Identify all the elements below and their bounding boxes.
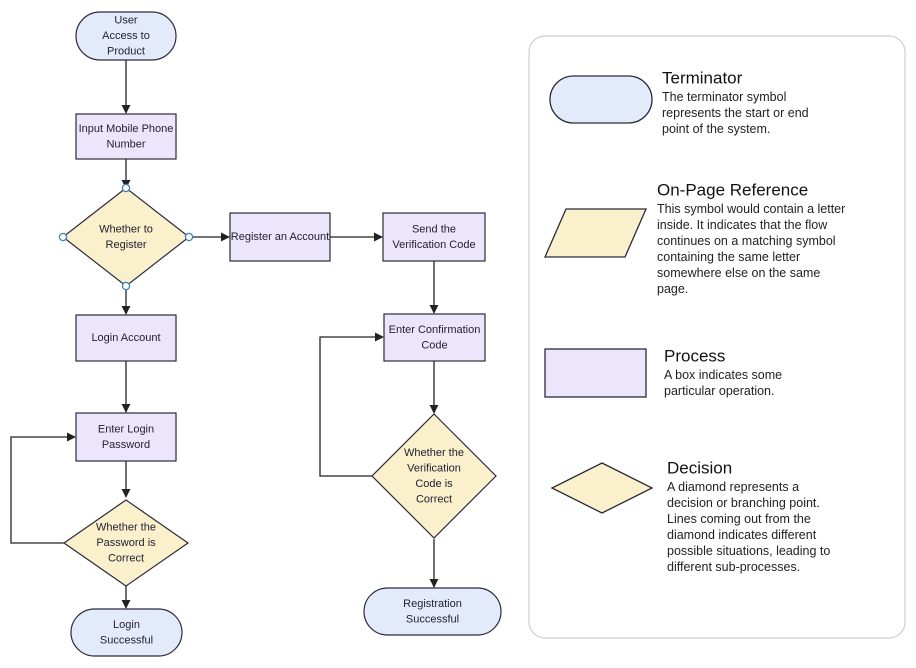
node-label-line: Register [106,239,147,251]
node-label-line: Registration [403,598,462,610]
terminator-shape [75,11,177,61]
node-label-line: Login Account [91,332,160,344]
legend-title: On-Page Reference [657,181,808,200]
decision-shape [371,413,497,539]
legend-desc-line: decision or branching point. [667,496,820,510]
legend-desc-line: Lines coming out from the [667,512,811,526]
node-label-line: Code is [415,478,453,490]
legend-desc-line: A box indicates some [664,368,782,382]
legend-desc-line: page. [657,282,688,296]
connection-handle-right[interactable] [184,232,194,242]
connector-code-check-loop [319,332,384,477]
node-label-line: Input Mobile Phone [79,123,174,135]
node-label-line: Correct [416,493,452,505]
node-label-line: Product [107,46,145,58]
terminator-shape [70,608,183,657]
node-label-line: Whether to [99,223,153,235]
terminator-shape [363,587,502,636]
connection-handle-bottom[interactable] [121,281,131,291]
node-label-line: Correct [108,553,144,565]
node-register-account[interactable]: Register an Account [229,212,331,262]
decision-symbol [550,462,654,514]
node-label-line: Send the [412,223,456,235]
node-label-line: User [114,15,138,27]
node-label-line: Access to [102,30,150,42]
node-label-line: Whether the [404,447,464,459]
legend-desc-line: containing the same letter [657,250,800,264]
legend-title: Process [664,347,725,366]
connection-handle-top[interactable] [121,183,131,193]
decision-shape [62,187,190,287]
node-label-line: Register an Account [231,231,329,243]
reference-symbol [544,208,647,258]
process-shape [75,113,177,160]
connectors [10,60,439,609]
decision-shape [62,499,190,587]
node-login-account[interactable]: Login Account [75,314,177,362]
node-label-line: Enter Login [98,423,154,435]
legend-desc-line: somewhere else on the same [657,266,820,280]
legend-desc-line: represents the start or end [662,106,809,120]
process-shape [75,412,177,462]
process-symbol [544,348,647,398]
process-shape [229,212,331,262]
legend-desc-line: possible situations, leading to [667,544,830,558]
legend-title: Decision [667,459,732,478]
node-label-line: Whether the [96,522,156,534]
node-label-line: Successful [100,634,153,646]
node-whether-register[interactable]: Whether to Register [62,187,190,287]
node-label-line: Password is [96,537,156,549]
process-shape [75,314,177,362]
legend-desc-line: inside. It indicates that the flow [657,218,828,232]
node-label-line: Successful [406,613,459,625]
legend-desc-line: particular operation. [664,384,774,398]
legend-desc-line: A diamond represents a [667,480,799,494]
selection-handles[interactable] [58,183,194,291]
terminator-symbol [549,75,653,124]
process-shape [383,313,486,362]
legend-desc-line: This symbol would contain a letter [657,202,845,216]
legend-desc-line: continues on a matching symbol [657,234,836,248]
legend-desc-line: different sub-processes. [667,560,800,574]
node-label-line: Password [102,439,150,451]
connection-handle-left[interactable] [58,232,68,242]
legend-desc-line: diamond indicates different [667,528,817,542]
node-label-line: Verification Code [392,239,475,251]
legend-title: Terminator [662,69,743,88]
connector-password-check-loop [10,432,76,544]
node-label-line: Code [421,339,447,351]
process-shape [382,212,486,262]
node-label-line: Enter Confirmation [389,324,481,336]
legend-desc-line: point of the system. [662,122,770,136]
node-label-line: Login [113,619,140,631]
node-label-line: Verification [407,462,461,474]
legend-item-decision: Decision A diamond represents a decision o… [550,459,830,574]
legend-item-process: Process A box indicates some particular op… [544,347,782,398]
legend-desc-line: The terminator symbol [662,90,786,104]
node-label-line: Number [106,138,145,150]
